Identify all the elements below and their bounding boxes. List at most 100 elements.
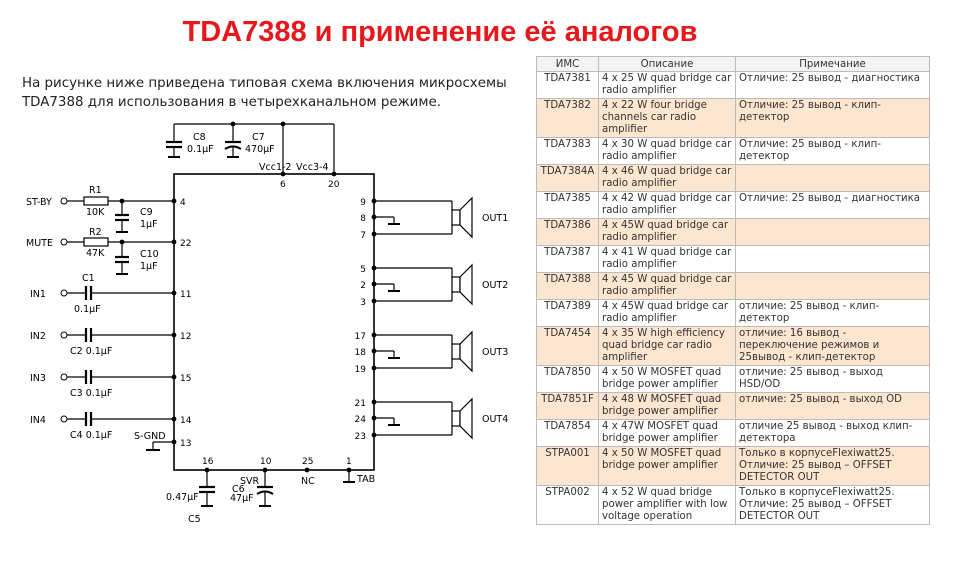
cell-ic: TDA7850 (536, 365, 599, 393)
c8-value: 0.1µF (187, 144, 214, 155)
pin-17: 17 (355, 332, 366, 342)
cell-ic: TDA7385 (536, 191, 599, 219)
r2-name: R2 (89, 227, 102, 238)
cell-ic: TDA7386 (536, 218, 599, 246)
cell-note (735, 164, 930, 192)
in3-terminal (60, 373, 68, 381)
cell-ic: TDA7384A (536, 164, 599, 192)
cell-description: 4 x 25 W quad bridge car radio amplifier (598, 71, 736, 99)
r2-resistor (83, 237, 109, 247)
c2-label: C2 0.1µF (70, 346, 112, 357)
r1-value: 10K (86, 207, 105, 218)
c5-name: C5 (188, 514, 201, 525)
cell-note (735, 218, 930, 246)
c7-value: 470µF (245, 144, 275, 155)
c1-value: 0.1µF (74, 304, 101, 315)
pin-15: 15 (180, 374, 191, 384)
mute-terminal (60, 238, 68, 246)
pin-9: 9 (360, 198, 366, 208)
cell-note: Отличие: 25 вывод - диагностика (735, 191, 930, 219)
c6-name: C6 (232, 484, 245, 495)
pin-23: 23 (355, 432, 366, 442)
in2-label: IN2 (30, 331, 46, 342)
vcc34-label: Vcc3-4 (296, 162, 328, 173)
cell-ic: STPA002 (536, 485, 599, 525)
cell-note: Отличие: 25 вывод - клип-детектор (735, 137, 930, 165)
cell-note: отличие 25 вывод - выход клип-детектора (735, 419, 930, 447)
pin-11: 11 (180, 290, 191, 300)
svr-label: SVR (240, 476, 260, 487)
pin-10: 10 (260, 457, 272, 467)
pin-19: 19 (355, 365, 367, 375)
cell-note: отличие: 16 вывод - переключение режимов… (735, 326, 930, 366)
r1-resistor (83, 196, 109, 206)
c7-name: C7 (252, 132, 265, 143)
pin-6: 6 (280, 180, 286, 190)
intro-text: На рисунке ниже приведена типовая схема … (22, 76, 507, 110)
pin-24: 24 (355, 415, 367, 425)
vcc12-label: Vcc1-2 (259, 162, 291, 173)
cell-description: 4 x 48 W MOSFET quad bridge power amplif… (598, 392, 736, 420)
r2-value: 47K (86, 248, 105, 259)
pin-7: 7 (360, 231, 366, 241)
c10-name: C10 (140, 249, 159, 260)
mute-label: MUTE (26, 238, 53, 249)
cell-note: Только в корпусеFlexiwatt25. Отличие: 25… (735, 446, 930, 486)
pin-12: 12 (180, 332, 191, 342)
in1-label: IN1 (30, 289, 46, 300)
pin-8: 8 (360, 214, 366, 224)
pin-13: 13 (180, 439, 191, 449)
c9-name: C9 (140, 207, 153, 218)
stby-terminal (60, 197, 68, 205)
c5-value: 0.47µF (166, 492, 199, 503)
r1-name: R1 (89, 185, 102, 196)
cell-note (735, 272, 930, 300)
schematic-diagram: ST-BY MUTE IN1 IN2 IN3 IN4 R1 10K C9 1µF… (26, 121, 508, 525)
in3-label: IN3 (30, 373, 46, 384)
cell-description: 4 x 47W MOSFET quad bridge power amplifi… (598, 419, 736, 447)
cell-note: Отличие: 25 вывод - клип-детектор (735, 98, 930, 138)
out4-label: OUT4 (482, 414, 508, 425)
out3-label: OUT3 (482, 347, 508, 358)
cell-ic: TDA7388 (536, 272, 599, 300)
nc-label: NC (301, 476, 315, 487)
c1-name: C1 (82, 273, 95, 284)
col-header-ic: ИМС (536, 56, 599, 72)
pin-2: 2 (360, 281, 366, 291)
sgnd-label: S-GND (134, 431, 166, 442)
cell-ic: TDA7389 (536, 299, 599, 327)
ic-body (173, 173, 375, 471)
in2-terminal (60, 331, 68, 339)
tab-label: TAB (356, 474, 375, 485)
cell-ic: TDA7383 (536, 137, 599, 165)
in4-terminal (60, 415, 68, 423)
cell-note: Только в корпусеFlexiwatt25. Отличие: 25… (735, 485, 930, 525)
pin-5: 5 (360, 265, 366, 275)
cell-description: 4 x 50 W MOSFET quad bridge power amplif… (598, 365, 736, 393)
cell-ic: TDA7854 (536, 419, 599, 447)
pin-20: 20 (328, 180, 340, 190)
cell-description: 4 x 22 W four bridge channels car radio … (598, 98, 736, 138)
cell-ic: TDA7454 (536, 326, 599, 366)
pin-16: 16 (202, 457, 214, 467)
table-header-row: ИМС Описание Примечание (536, 56, 930, 72)
pin-4: 4 (180, 198, 186, 208)
in4-label: IN4 (30, 415, 46, 426)
cell-note: Отличие: 25 вывод - диагностика (735, 71, 930, 99)
cell-description: 4 x 42 W quad bridge car radio amplifier (598, 191, 736, 219)
c10-value: 1µF (140, 261, 158, 272)
pin-14: 14 (180, 416, 192, 426)
cell-ic: TDA7387 (536, 245, 599, 273)
